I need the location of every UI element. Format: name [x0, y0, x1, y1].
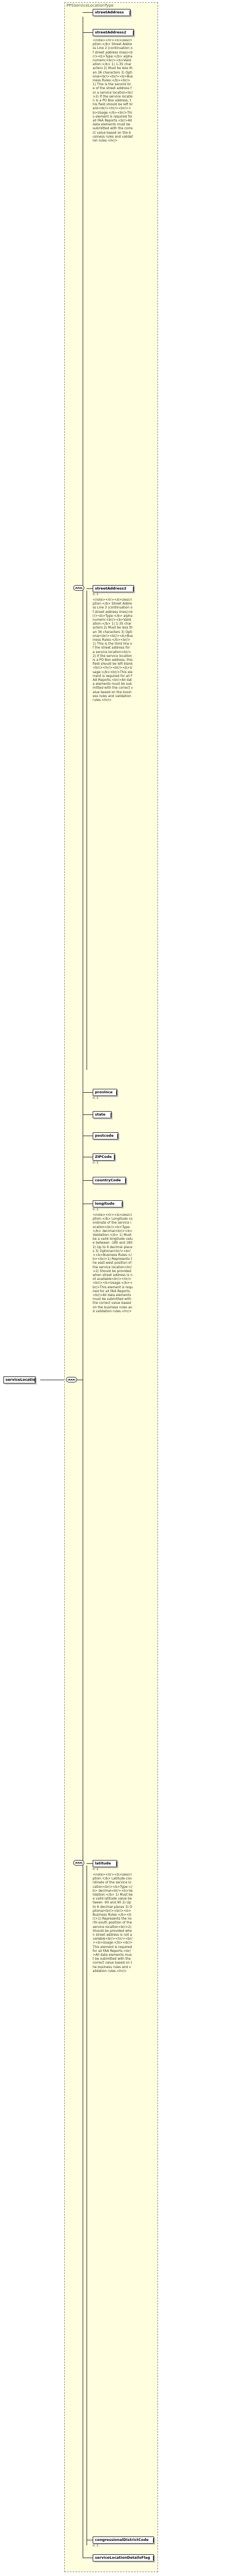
occurrence-streetAddress3: 0..1 [93, 593, 99, 596]
element-longitude[interactable]: longitude [93, 1200, 123, 1207]
element-countryCode[interactable]: countryCode [93, 1177, 126, 1184]
occurrence-longitude: 0..1 [93, 1208, 99, 1211]
connector-province [83, 1092, 93, 1093]
connector-streetAddress2 [83, 32, 93, 33]
sequence-compositor-main[interactable] [66, 1377, 77, 1382]
element-postcode[interactable]: postcode [93, 1132, 118, 1140]
occurrence-congressionalDistrictCode: 0..1 [93, 2544, 99, 2548]
occurrence-zipcode: 0..1 [93, 1161, 99, 1165]
connector-countryCode [83, 1180, 93, 1181]
element-serviceLocationDetailsFlag[interactable]: serviceLocationDetailsFlag [93, 2554, 154, 2562]
occurrence-latitude: 0..1 [93, 1868, 99, 1871]
root-element-serviceLocation[interactable]: serviceLocation [3, 1376, 36, 1384]
connector-latitude [87, 1863, 93, 1864]
doc-streetAddress3: <note><hr><b>Description:</b> Street Add… [93, 598, 133, 703]
element-latitude[interactable]: latitude [93, 1860, 117, 1867]
doc-longitude: <note><hr><b>Description:</b> Longitude … [93, 1214, 133, 1313]
occurrence-province: 0..1 [93, 1097, 99, 1100]
element-state[interactable]: state [93, 1111, 112, 1118]
connector-streetAddress [83, 12, 93, 13]
element-province[interactable]: province [93, 1089, 117, 1096]
connector-state [83, 1114, 93, 1115]
connector-streetAddress3 [87, 588, 93, 589]
element-streetAddress[interactable]: streetAddress [93, 9, 131, 16]
doc-streetAddress2: <note><hr><b>Description:</b> Street Add… [93, 39, 133, 143]
sequence-compositor-1[interactable] [73, 585, 84, 591]
element-streetAddress2[interactable]: streetAddress2 [93, 29, 134, 36]
element-congressionalDistrictCode[interactable]: congressionalDistrictCode [93, 2536, 154, 2544]
sequence-compositor-2[interactable] [73, 1860, 84, 1866]
element-zipcode[interactable]: ZIPCode [93, 1153, 115, 1161]
element-streetAddress3[interactable]: streetAddress3 [93, 585, 134, 592]
doc-latitude: <note><hr><b>Description:</b> Latitude c… [93, 1873, 133, 1973]
type-label: PPSServiceLocationType [66, 3, 114, 8]
complex-type-box [64, 2, 158, 2572]
